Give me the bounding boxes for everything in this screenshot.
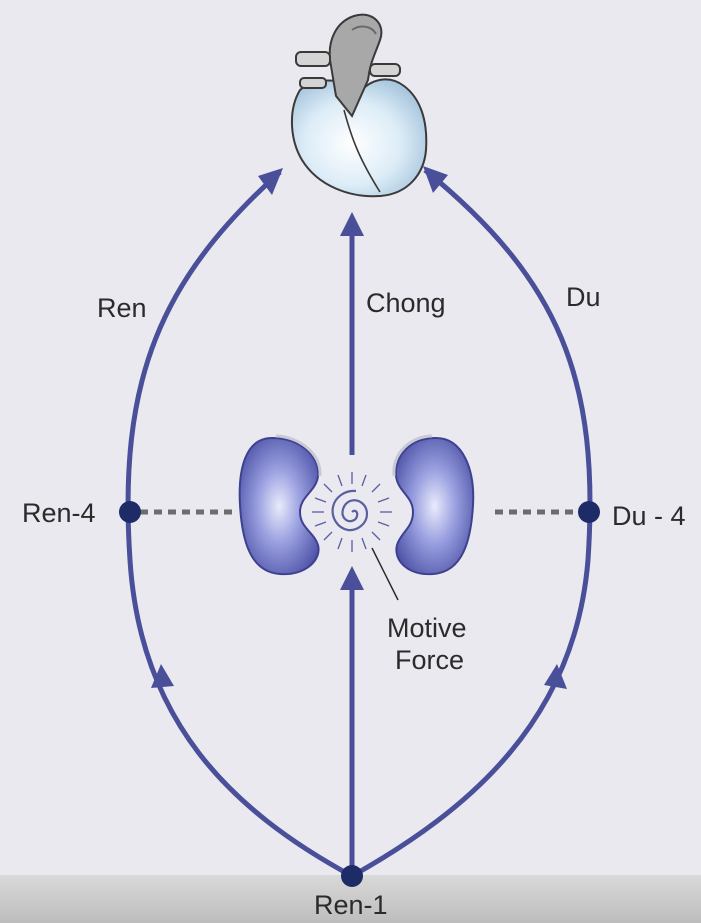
chong-lower-arrowhead: [340, 566, 364, 590]
ren-lower-arrowhead: [151, 664, 174, 688]
right-kidney-rim: [392, 434, 433, 477]
ren-channel-line: [125, 170, 354, 879]
du-label: Du: [566, 282, 601, 312]
left-kidney-rim: [275, 434, 322, 477]
motive-force-pointer: [371, 547, 399, 601]
du-channel-line: [350, 168, 593, 879]
heart-illustration: [290, 13, 428, 198]
du4-point: [578, 501, 600, 523]
ren1-label: Ren-1: [314, 890, 388, 920]
chong-top-arrowhead: [340, 212, 364, 236]
ren4-point: [119, 501, 141, 523]
motive-force-spiral-icon: [312, 472, 392, 552]
left-kidney-illustration: [238, 436, 320, 576]
right-kidney-illustration: [394, 436, 475, 576]
chong-label: Chong: [366, 288, 446, 318]
du-top-arrowhead: [423, 166, 448, 193]
du-lower-arrowhead: [544, 664, 567, 689]
ren4-label: Ren-4: [22, 498, 96, 528]
ren-top-arrowhead: [258, 168, 283, 195]
du4-label: Du - 4: [612, 501, 686, 531]
motive-force-label-line2: Force: [395, 645, 464, 675]
ren-label: Ren: [97, 293, 147, 323]
ren1-point: [341, 865, 363, 887]
motive-force-label-line1: Motive: [387, 613, 467, 643]
